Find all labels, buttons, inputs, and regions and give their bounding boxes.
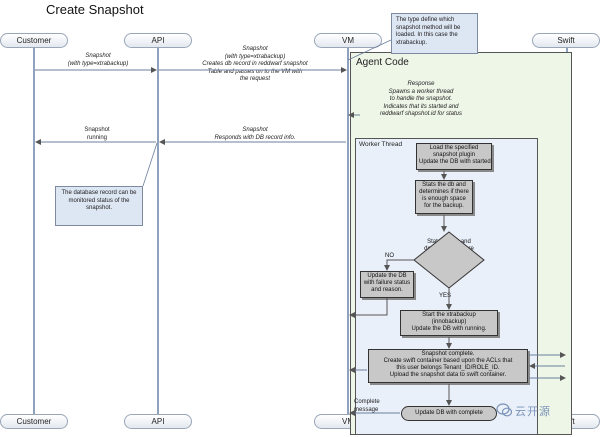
agent-code-title: Agent Code xyxy=(356,57,409,68)
msg-vm-response: Response Spawns a worker thread to handl… xyxy=(379,81,463,117)
decision-no-label: NO xyxy=(385,253,394,259)
connector-note-type xyxy=(347,39,392,61)
page-title: Create Snapshot xyxy=(46,2,144,17)
note-db-monitor: The database record can be monitored sta… xyxy=(55,186,143,226)
arrow-decision-no xyxy=(384,259,414,271)
worker-thread-title: Worker Thread xyxy=(359,141,403,148)
msg-api-to-vm: Snapshot (with type=xtrabackup) Creates … xyxy=(202,46,308,82)
customer-lifeline xyxy=(33,47,35,414)
step-update-failure: Update the DB with failure status and re… xyxy=(360,271,414,298)
note-type-define: The type define which snapshot method wi… xyxy=(391,13,478,54)
actor-api-bottom: API xyxy=(124,414,192,429)
watermark-text: 云开源 xyxy=(515,406,551,418)
step-start-xtrabackup: Start the xtrabackup (innobackup) Update… xyxy=(400,310,498,336)
arrow-failure-to-vm xyxy=(349,298,388,318)
decision-diamond xyxy=(413,231,485,289)
actor-api-top: API xyxy=(124,33,192,48)
actor-customer-bottom: Customer xyxy=(0,414,68,429)
actor-swift-top: Swift xyxy=(532,33,600,48)
msg-api-to-customer: Snapshot running xyxy=(84,127,110,141)
connector-note-db xyxy=(142,142,158,187)
actor-vm-top: VM xyxy=(314,33,382,48)
watermark-logo-icon xyxy=(496,402,513,418)
step-stats-db: Stats the db and determines if there is … xyxy=(415,180,473,214)
msg-snapshot-request: Snapshot (with type=xtrabackup) xyxy=(67,53,129,67)
msg-complete: Complete message xyxy=(354,399,380,413)
step-snapshot-complete: Snapshot complete. Create swift containe… xyxy=(368,349,528,383)
vm-lifeline xyxy=(347,47,349,414)
msg-vm-to-api: Snapshot Responds with DB record info. xyxy=(214,127,296,141)
step-load-plugin: Load the specified snapshot plugin Updat… xyxy=(416,143,492,170)
api-lifeline xyxy=(157,47,159,414)
decision-yes-label: YES xyxy=(439,293,452,299)
step-update-complete: Update DB with complete xyxy=(401,406,497,421)
actor-customer-top: Customer xyxy=(0,33,68,48)
